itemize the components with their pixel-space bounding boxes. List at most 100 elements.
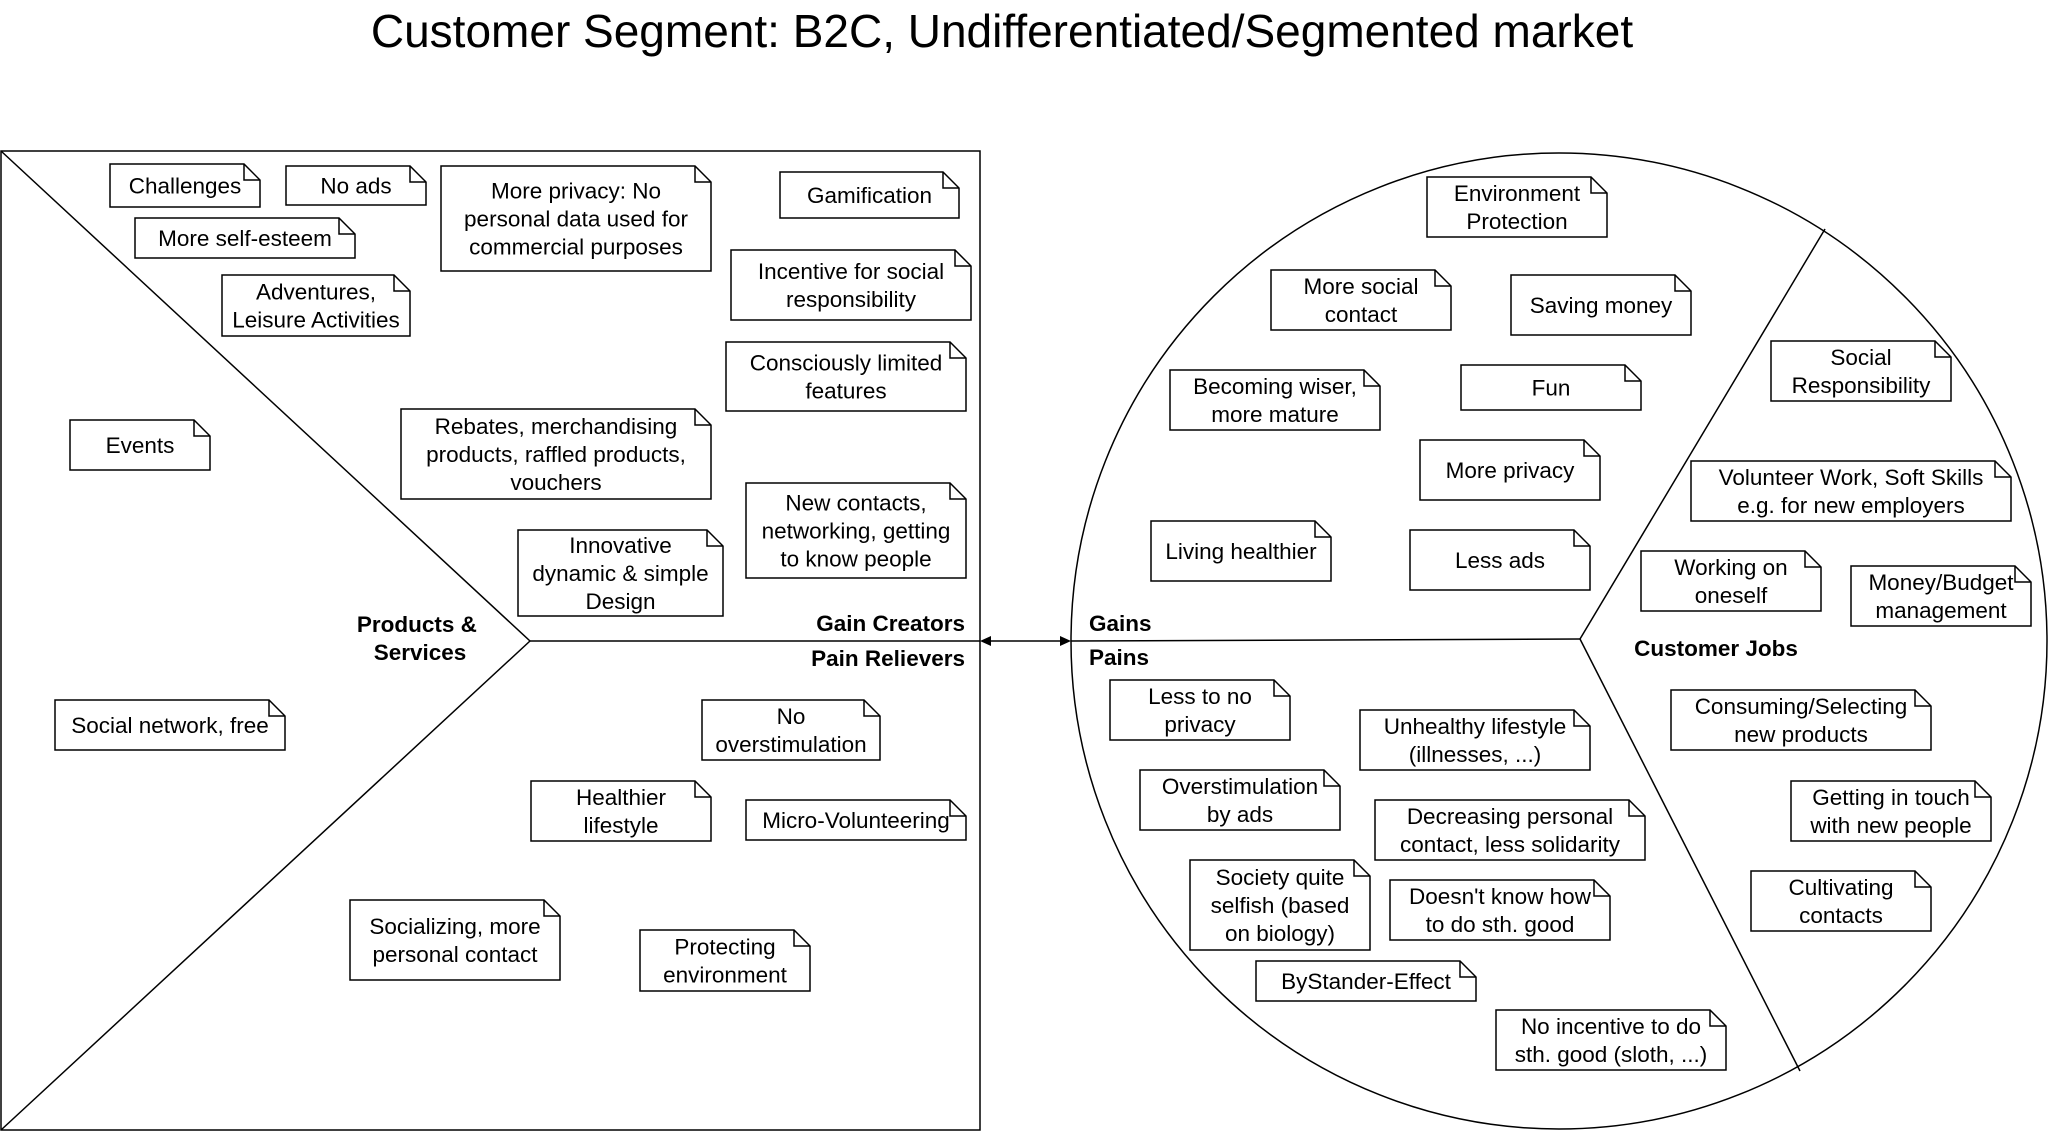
note-text-line: new products [1734, 722, 1868, 747]
note-fold [1353, 860, 1370, 877]
value-map-lower-diagonal [0, 640, 531, 1131]
gain-creators-note-challenges: Challenges [109, 163, 261, 208]
customer-jobs-lower-boundary [1579, 638, 1801, 1072]
note-body [1389, 879, 1611, 941]
note-body [1690, 460, 2012, 522]
note-body [730, 249, 972, 321]
note-text-line: More privacy [1446, 458, 1576, 483]
note-body [1750, 870, 1932, 932]
note-text-line: More self-esteem [158, 226, 332, 251]
note-fold [954, 250, 971, 267]
note-text-line: vouchers [510, 470, 601, 495]
note-text-line: Consciously limited [750, 351, 943, 376]
diagram-title: Customer Segment: B2C, Undifferentiated/… [371, 5, 1633, 57]
note-fold [409, 166, 426, 183]
note-text-line: Society quite [1216, 865, 1345, 890]
note-text-line: No [777, 704, 806, 729]
fit-arrow-head-left [980, 636, 991, 646]
note-fold [2014, 566, 2031, 583]
note-text-line: e.g. for new employers [1737, 493, 1965, 518]
gain-creators-note-no-ads: No ads [285, 165, 427, 206]
note-text-line: Consuming/Selecting [1695, 694, 1908, 719]
note-text-line: Unhealthy lifestyle [1384, 714, 1567, 739]
note-fold [793, 930, 810, 947]
note-fold [942, 172, 959, 189]
products-services-note-events: Events [69, 419, 211, 471]
note-fold [1323, 770, 1340, 787]
note-text-line: with new people [1809, 813, 1971, 838]
note-text-line: Becoming wiser, [1193, 374, 1357, 399]
note-text-line: to know people [780, 547, 931, 572]
note-fold [193, 420, 210, 437]
note-body [1419, 439, 1601, 501]
note-text-line: Responsibility [1792, 373, 1932, 398]
note-body [69, 419, 211, 471]
note-text-line: Less to no [1148, 684, 1252, 709]
note-fold [1583, 440, 1600, 457]
note-body [1139, 769, 1341, 831]
customer-jobs-note-cultivating: Cultivating contacts [1750, 870, 1932, 932]
note-text-line: Cultivating [1788, 875, 1893, 900]
gains-note-living-healthier: Living healthier [1150, 520, 1332, 582]
gain-creators-note-gamification: Gamification [779, 171, 960, 219]
note-body [745, 482, 967, 579]
note-fold [1709, 1010, 1726, 1027]
note-text-line: contacts [1799, 903, 1883, 928]
pain-relievers-label: Pain Relievers [811, 646, 965, 671]
gains-note-less-ads: Less ads [1409, 529, 1591, 591]
note-fold [1314, 521, 1331, 538]
note-fold [1593, 880, 1610, 897]
note-fold [1573, 710, 1590, 727]
note-body [1426, 176, 1608, 238]
note-text-line: Social network, free [71, 713, 269, 738]
note-body [349, 899, 561, 981]
note-fold [1459, 961, 1476, 978]
note-body [1460, 364, 1642, 411]
note-text-line: Living healthier [1165, 539, 1317, 564]
note-body [1850, 565, 2032, 627]
note-text-line: more mature [1211, 402, 1339, 427]
note-body [54, 699, 286, 751]
note-fold [949, 483, 966, 500]
note-text-line: Less ads [1455, 548, 1545, 573]
note-body [1670, 689, 1932, 751]
customer-profile-divider [1070, 638, 1581, 642]
note-fold [543, 900, 560, 917]
note-fold [949, 800, 966, 817]
note-fold [1590, 177, 1607, 194]
note-body [221, 274, 411, 337]
products-services-note-social-network-free: Social network, free [54, 699, 286, 751]
note-text-line: personal contact [372, 942, 538, 967]
note-body [440, 165, 712, 272]
note-text-line: Adventures, [256, 280, 376, 305]
note-fold [338, 218, 355, 235]
note-fold [1994, 461, 2011, 478]
note-text-line: commercial purposes [469, 235, 683, 260]
note-fold [1974, 781, 1991, 798]
note-text-line: management [1875, 598, 2007, 623]
note-body [1109, 679, 1291, 741]
note-fold [1804, 551, 1821, 568]
products-services-label-line: Products & [357, 612, 477, 637]
pain-relievers-note-micro-volunteering: Micro-Volunteering [745, 799, 967, 841]
note-text-line: No incentive to do [1521, 1014, 1701, 1039]
note-text-line: No ads [320, 174, 391, 199]
note-fold [1674, 275, 1691, 292]
note-body [639, 929, 811, 992]
